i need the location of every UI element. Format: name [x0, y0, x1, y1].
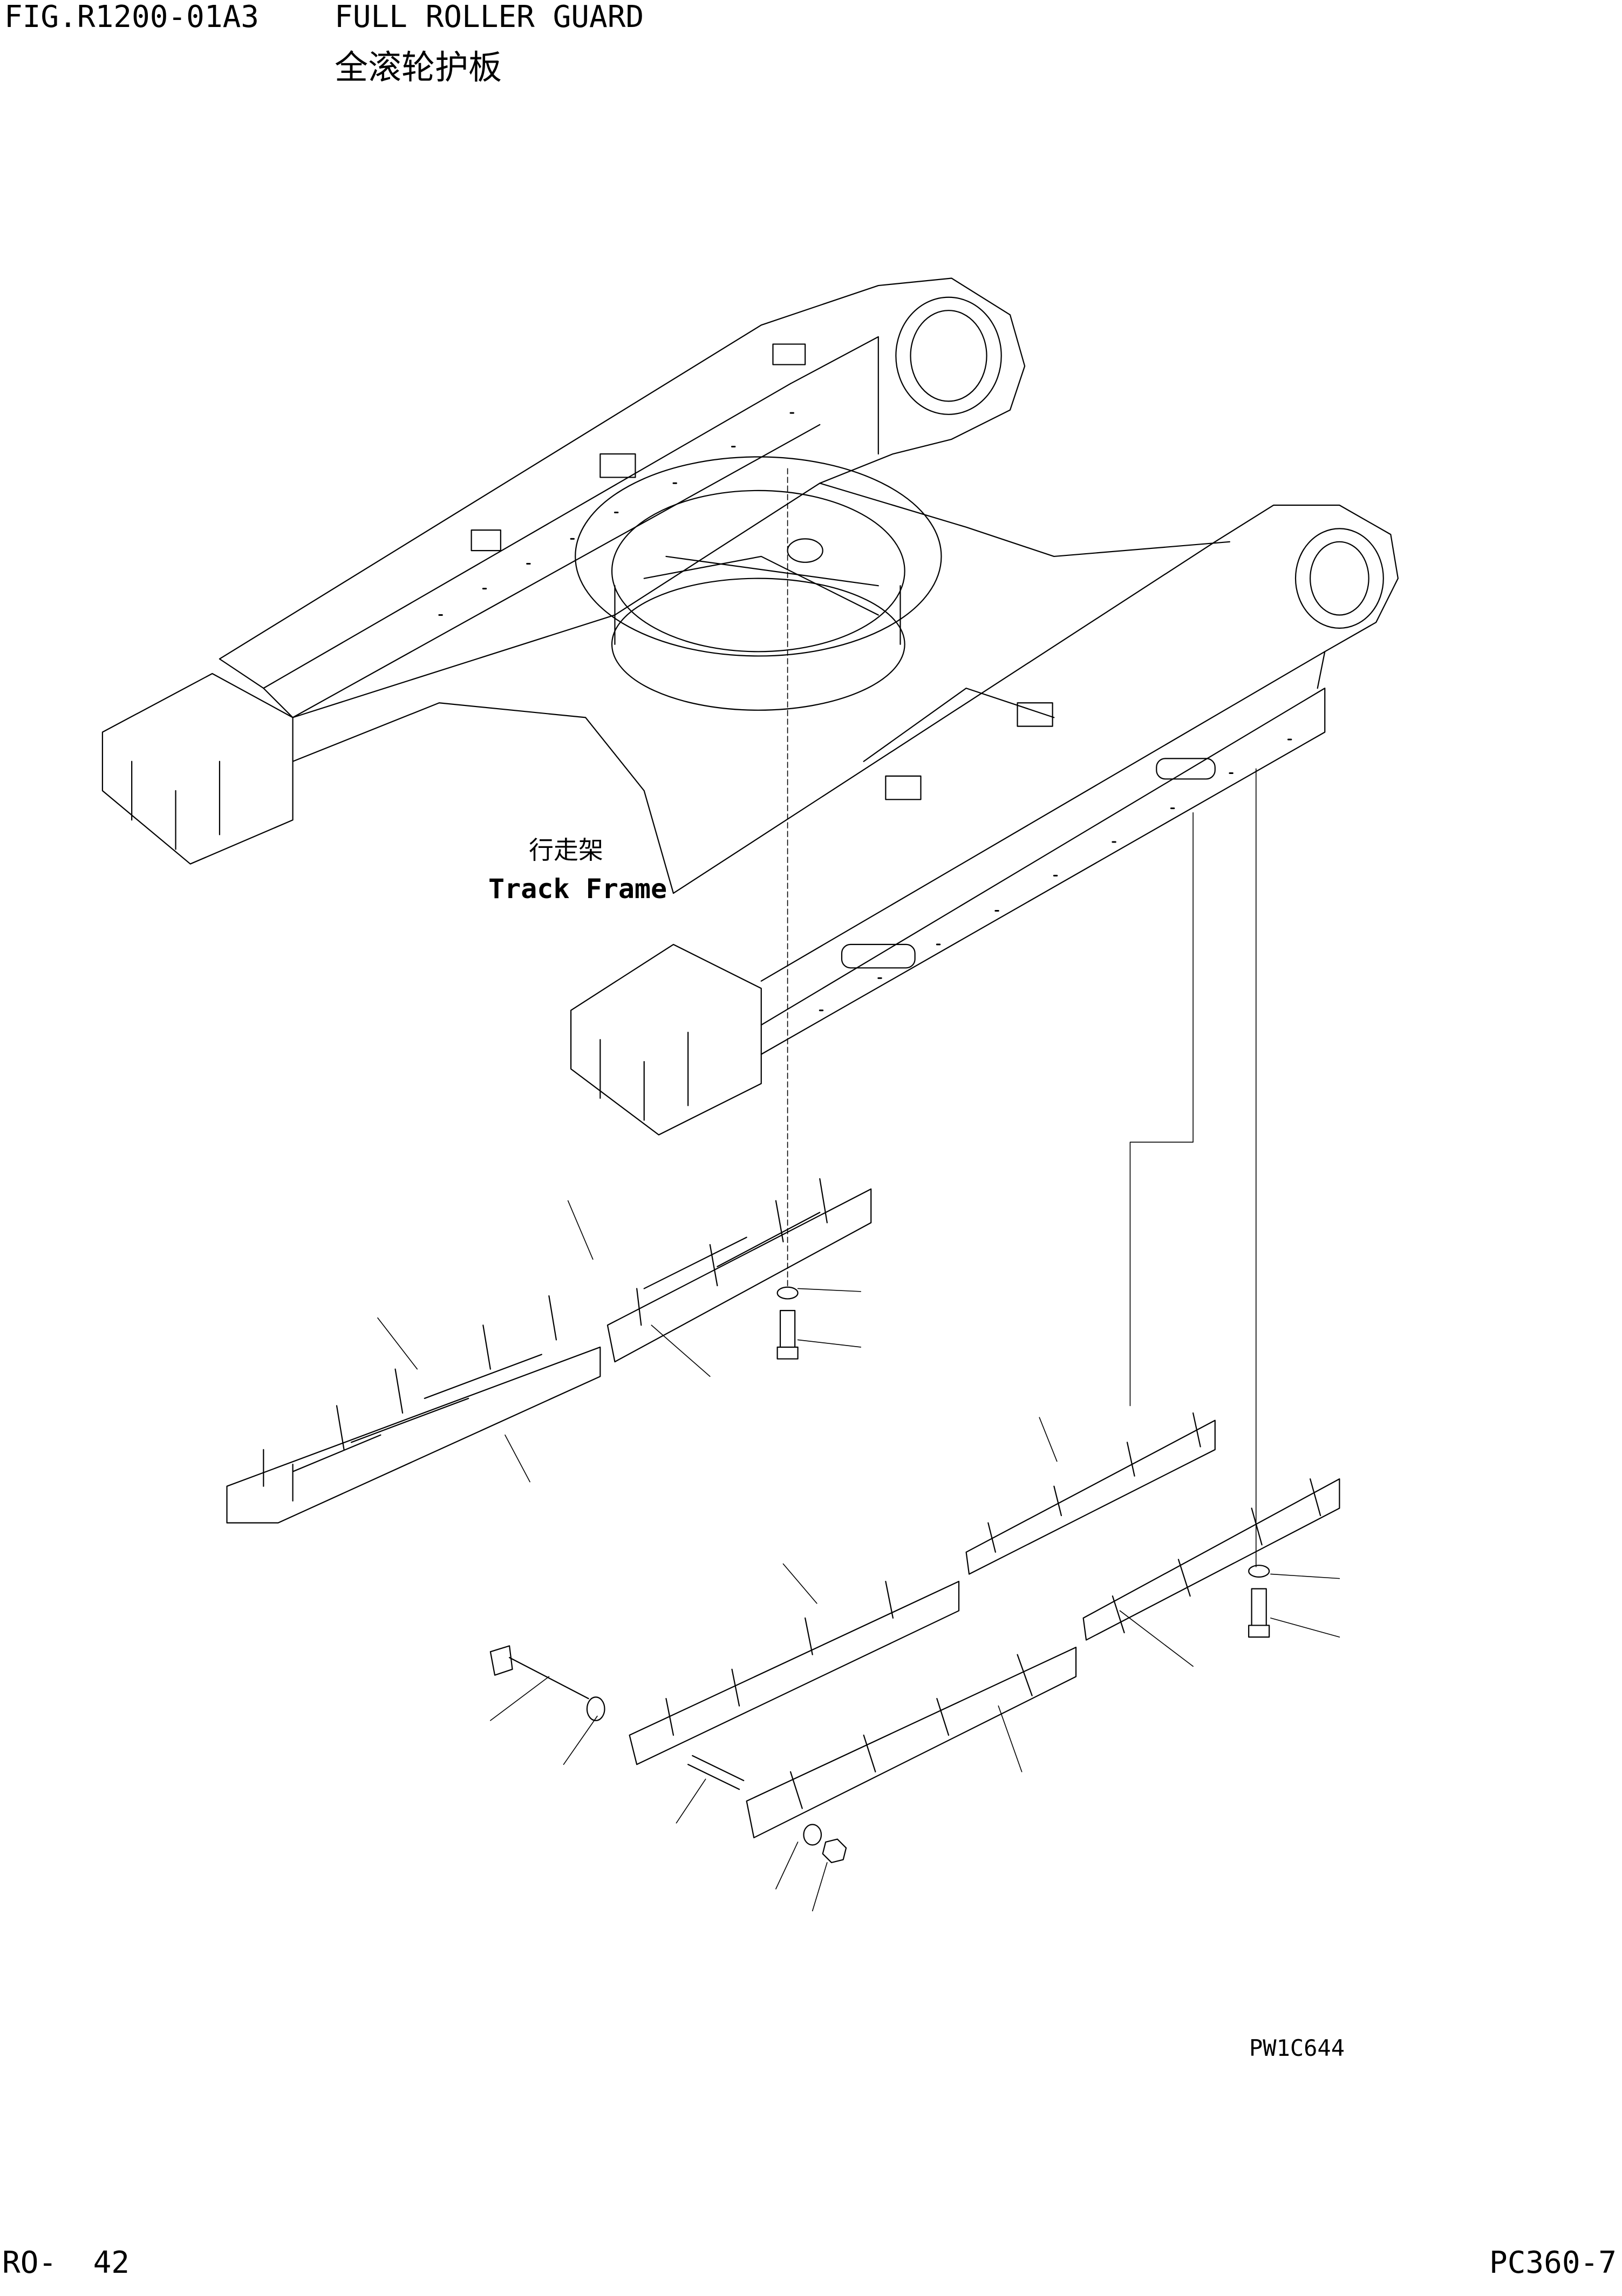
- fasteners: [490, 1287, 1269, 1863]
- machine-model: PC360-7: [1489, 2245, 1617, 2280]
- washer-icon: [1249, 1565, 1269, 1577]
- page-number: RO- 42: [2, 2245, 130, 2280]
- track-frame-label: Track Frame: [488, 873, 667, 905]
- spring-washer-icon: [587, 1697, 605, 1720]
- leader-lines: [378, 468, 1339, 1911]
- bolt-icon: [1249, 1589, 1269, 1638]
- drawing-reference-code: PW1C644: [1249, 2035, 1345, 2061]
- nut-icon: [823, 1839, 846, 1863]
- lower-roller-guards: [630, 1413, 1340, 1838]
- figure-title-chinese: 全滚轮护板: [335, 47, 502, 87]
- upper-roller-guards: [227, 1179, 871, 1523]
- spacer-pipe-icon: [688, 1756, 744, 1789]
- long-bolt-icon: [490, 1646, 589, 1699]
- figure-code: FIG.R1200-01A3: [4, 0, 260, 35]
- washer-icon: [803, 1824, 821, 1845]
- washer-icon: [778, 1287, 798, 1299]
- figure-title: FULL ROLLER GUARD: [335, 0, 644, 35]
- track-frame-label-chinese: 行走架: [529, 835, 603, 865]
- track-frame-drawing: [103, 278, 1398, 1135]
- bolt-icon: [778, 1310, 798, 1359]
